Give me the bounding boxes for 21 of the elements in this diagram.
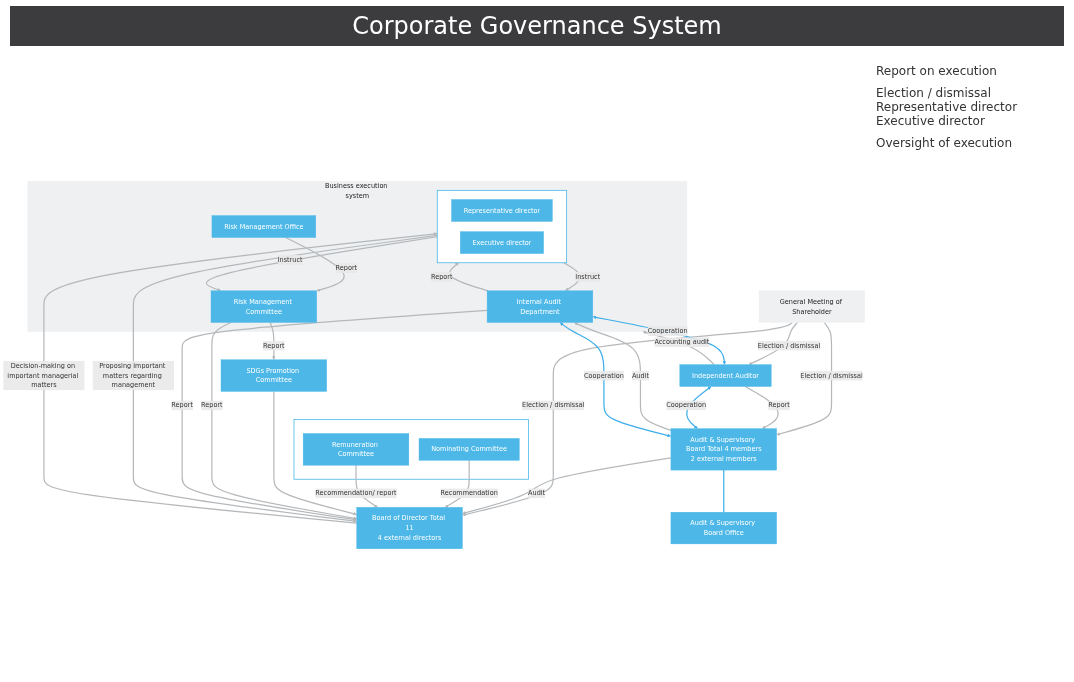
arrow [273, 390, 357, 516]
arrow [462, 321, 793, 517]
arrow [449, 262, 489, 292]
cluster [436, 189, 567, 264]
arrow [462, 457, 672, 515]
cluster [293, 419, 529, 480]
note-text: Election / dismissal Representative director Executive director [876, 86, 1019, 128]
arrow [776, 321, 833, 436]
arrow [43, 232, 438, 524]
title-banner: Corporate Governance System [10, 6, 1064, 46]
arrow [269, 321, 276, 360]
arrow [559, 322, 671, 438]
arrow [181, 309, 488, 522]
arrow [205, 236, 438, 292]
arrow [211, 321, 357, 520]
note-text: Report on execution [876, 64, 998, 78]
arrow [574, 322, 672, 432]
note-text: Oversight of execution [876, 136, 1014, 150]
arrow [132, 234, 438, 523]
connector [723, 469, 725, 513]
arrow [285, 236, 345, 292]
